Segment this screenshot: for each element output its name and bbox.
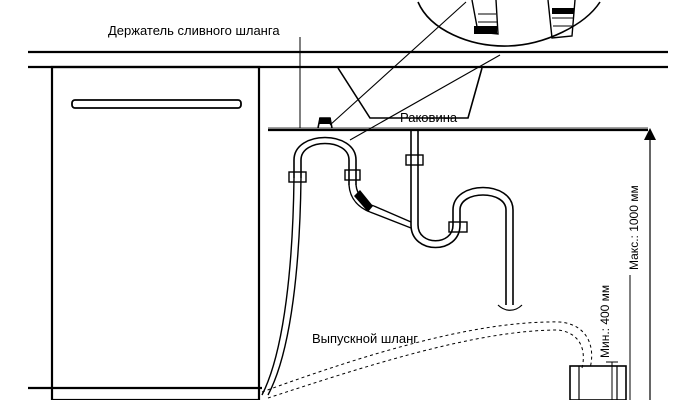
sink-trap (369, 130, 523, 311)
magnifier-leader-lines (329, 1, 501, 141)
dimension-lines (606, 128, 656, 400)
drain-hose-label: Выпускной шланг (312, 331, 418, 346)
hose-holder-label: Держатель сливного шланга (108, 23, 280, 38)
countertop (28, 50, 668, 69)
max-height-label: Макс.: 1000 мм (627, 185, 641, 270)
min-height-label: Мин.: 400 мм (598, 285, 612, 358)
sink-label: Раковина (400, 110, 458, 125)
dashed-hose-route (261, 321, 593, 399)
detail-magnifier (417, 0, 601, 47)
drain-hose (261, 136, 375, 396)
dishwasher (28, 65, 262, 400)
hose-holder (317, 117, 333, 129)
standpipe (569, 365, 627, 400)
